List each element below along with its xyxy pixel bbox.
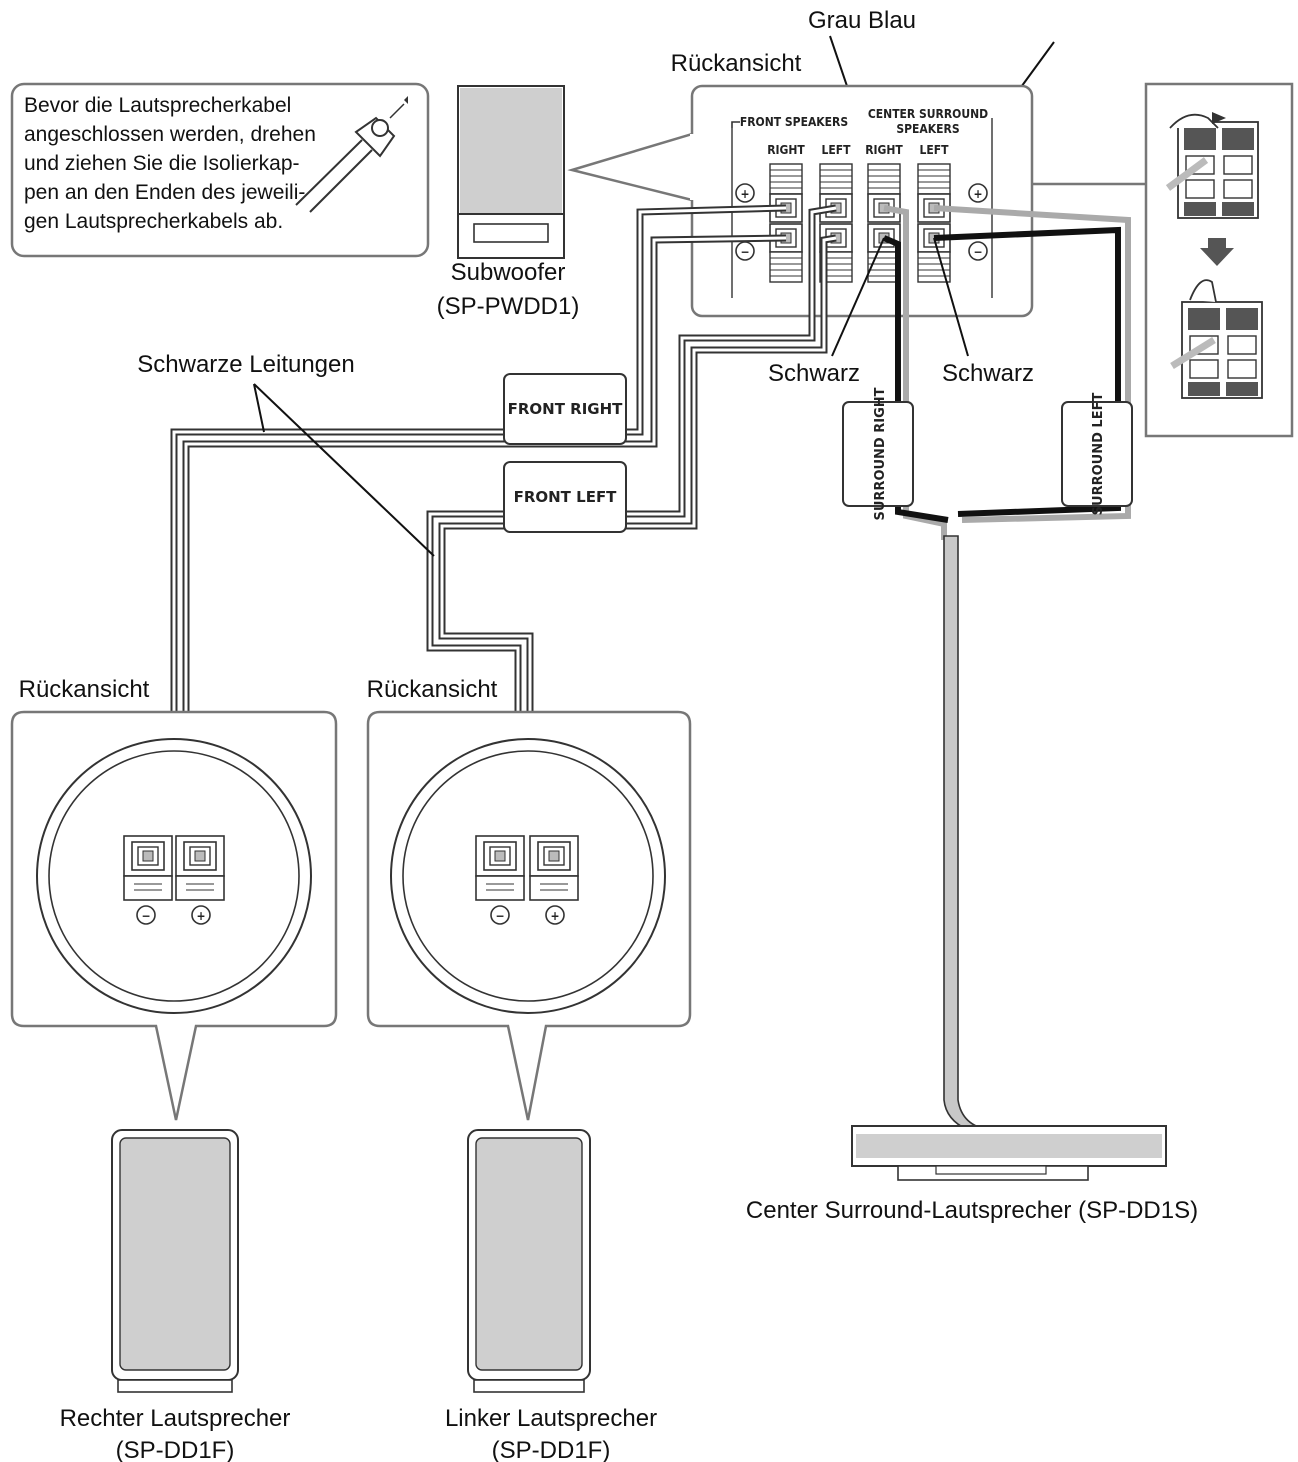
- receiver-rear-panel: FRONT SPEAKERS CENTER SURROUND SPEAKERS …: [690, 84, 1034, 318]
- right-speaker-terminal-plus: [183, 841, 217, 871]
- black-wires-label: Schwarze Leitungen: [137, 351, 354, 378]
- center-speaker-label: Center Surround-Lautsprecher (SP-DD1S): [746, 1197, 1198, 1224]
- speakers-label: SPEAKERS: [896, 122, 959, 136]
- panel-plus-sign: [735, 183, 755, 203]
- push-arrow-icon: [1212, 112, 1226, 124]
- left-speaker-rear-panel: − +: [366, 710, 692, 1121]
- right-speaker-rear-view-label: Rückansicht: [19, 676, 150, 703]
- schwarz-leader-right: [933, 237, 969, 357]
- schwarz-label-left: Schwarz: [768, 360, 860, 387]
- left-speaker-terminal-minus: [483, 841, 517, 871]
- note-line-3: und ziehen Sie die Isolierkap-: [24, 152, 300, 175]
- subwoofer-model: (SP-PWDD1): [437, 293, 580, 320]
- left-speaker-rear-view-label: Rückansicht: [367, 676, 498, 703]
- right-speaker-minus-sign: −: [141, 909, 150, 923]
- panel-plus-sign-right: [968, 183, 988, 203]
- terminal-step-2: [1170, 279, 1263, 399]
- left-speaker-minus-sign: −: [495, 909, 504, 923]
- tag-surround-left: SURROUND LEFT: [1061, 393, 1133, 516]
- right-speaker-illustration: [111, 1129, 239, 1393]
- grau-blau-label: Grau Blau: [808, 7, 916, 34]
- terminal-instruction-inset: [1144, 82, 1294, 438]
- center-surround-label: CENTER SURROUND: [868, 107, 988, 121]
- right-speaker-plus-sign: +: [196, 909, 205, 923]
- panel-right-label-1: RIGHT: [767, 143, 805, 157]
- black-wires-leader-1: [253, 383, 265, 433]
- tag-surround-right: SURROUND RIGHT: [842, 387, 914, 521]
- svg-text:SURROUND LEFT: SURROUND LEFT: [1091, 393, 1106, 516]
- tag-front-right: FRONT RIGHT: [503, 373, 627, 445]
- terminal-step-1: [1165, 112, 1259, 219]
- svg-text:FRONT RIGHT: FRONT RIGHT: [508, 400, 624, 418]
- left-speaker-terminal-plus: [537, 841, 571, 871]
- receiver-rear-view-label: Rückansicht: [671, 50, 802, 77]
- left-speaker-model: (SP-DD1F): [492, 1437, 611, 1462]
- panel-left-label-2: LEFT: [920, 143, 950, 157]
- cable-cap-icon: [295, 96, 408, 213]
- right-speaker-model: (SP-DD1F): [116, 1437, 235, 1462]
- front-speakers-label: FRONT SPEAKERS: [740, 115, 848, 129]
- panel-minus-sign-right: [968, 241, 988, 261]
- note-line-2: angeschlossen werden, drehen: [24, 123, 316, 146]
- note-line-5: gen Lautsprecherkabels ab.: [24, 210, 283, 233]
- note-line-1: Bevor die Lautsprecherkabel: [24, 94, 291, 117]
- left-speaker-illustration: [467, 1129, 591, 1393]
- schwarz-leader-left: [831, 237, 885, 357]
- down-arrow-icon: [1200, 238, 1234, 266]
- right-speaker-terminal-minus: [131, 841, 165, 871]
- svg-text:−: −: [973, 245, 982, 259]
- insulation-note-box: Bevor die Lautsprecherkabel angeschlosse…: [10, 82, 430, 258]
- svg-text:+: +: [740, 187, 749, 201]
- black-wires-leader-2: [253, 383, 435, 557]
- svg-text:+: +: [973, 187, 982, 201]
- subwoofer-callout-pointer: [567, 132, 694, 202]
- panel-right-label-2: RIGHT: [865, 143, 903, 157]
- schwarz-label-right: Schwarz: [942, 360, 1034, 387]
- subwoofer-name: Subwoofer: [451, 259, 566, 286]
- right-speaker-rear-panel: − +: [10, 710, 338, 1121]
- right-speaker-name: Rechter Lautsprecher: [60, 1405, 291, 1432]
- svg-text:SURROUND RIGHT: SURROUND RIGHT: [873, 387, 888, 520]
- left-speaker-name: Linker Lautsprecher: [445, 1405, 657, 1432]
- left-speaker-plus-sign: +: [550, 909, 559, 923]
- svg-text:FRONT LEFT: FRONT LEFT: [514, 488, 618, 506]
- subwoofer-illustration: [457, 85, 565, 259]
- center-speaker-illustration: [851, 1125, 1167, 1181]
- panel-left-label-1: LEFT: [822, 143, 852, 157]
- svg-text:−: −: [740, 245, 749, 259]
- tag-front-left: FRONT LEFT: [503, 461, 627, 533]
- note-line-4: pen an den Enden des jeweili-: [24, 181, 305, 204]
